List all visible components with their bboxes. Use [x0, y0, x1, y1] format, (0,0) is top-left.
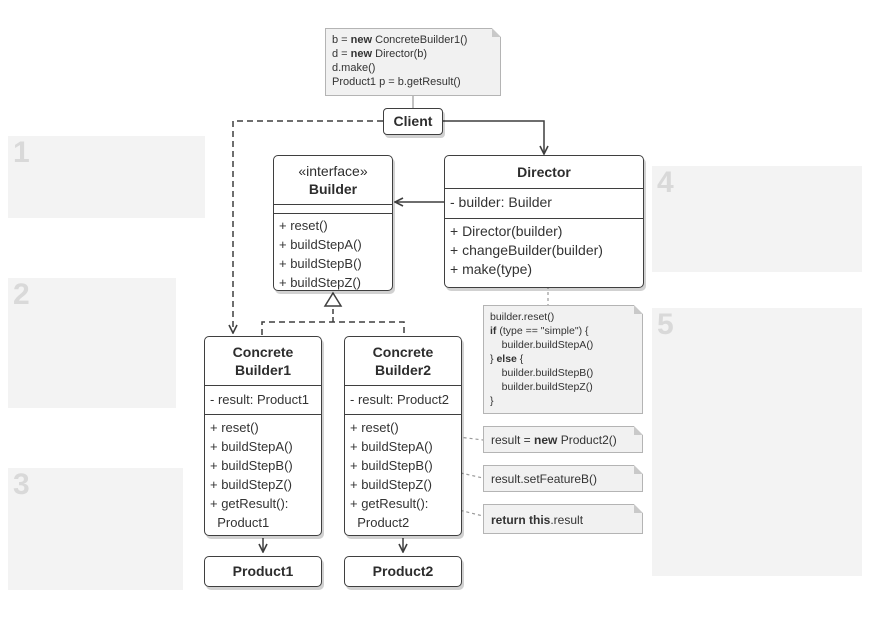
note-fold-icon: [492, 28, 501, 37]
builder-interface-box[interactable]: «interface» Builder + reset() + buildSte…: [273, 155, 393, 291]
code-line: }: [490, 395, 494, 407]
method-item: + getResult():: [350, 496, 429, 511]
client-code-note: b = new ConcreteBuilder1() d = new Direc…: [325, 28, 501, 96]
method-item: + reset(): [210, 420, 259, 435]
side-note-number: 1: [13, 136, 30, 169]
side-note-number: 4: [657, 166, 674, 199]
concrete-builder1-fields: - result: Product1: [205, 385, 321, 414]
method-item: Product1: [210, 515, 270, 530]
field-item: - builder: Builder: [450, 194, 552, 210]
method-item: + Director(builder): [450, 223, 563, 239]
builder-header: «interface» Builder: [274, 156, 392, 204]
concrete-builder2-box[interactable]: Concrete Builder2 - result: Product2 + r…: [344, 336, 462, 536]
return-result-note: return this.result: [483, 504, 643, 534]
reset-note: result = new Product2(): [483, 426, 643, 453]
stereotype-label: «interface»: [298, 163, 368, 179]
method-item: + buildStepZ(): [350, 477, 433, 492]
method-item: + reset(): [279, 218, 328, 233]
method-item: + buildStepB(): [279, 256, 362, 271]
builder-methods: [274, 204, 392, 213]
code-line: d.make(): [332, 62, 376, 74]
builder-methods: + reset() + buildStepA() + buildStepB() …: [274, 213, 392, 290]
note-fold-icon: [634, 465, 643, 474]
code-line: builder.buildStepZ(): [490, 381, 593, 393]
method-item: + buildStepA(): [210, 439, 293, 454]
side-note-5: 5: [652, 308, 862, 576]
side-note-2: 2: [8, 278, 176, 408]
code-line: builder.buildStepA(): [490, 339, 594, 351]
side-note-number: 3: [13, 468, 30, 501]
side-note-1: 1: [8, 136, 205, 218]
code-line: builder.buildStepB(): [490, 367, 594, 379]
note-fold-icon: [634, 504, 643, 513]
realization-triangle-icon: [323, 291, 343, 307]
concrete-builder2-fields: - result: Product2: [345, 385, 461, 414]
side-note-3: 3: [8, 468, 183, 590]
director-methods: + Director(builder) + changeBuilder(buil…: [445, 218, 643, 282]
director-fields: - builder: Builder: [445, 188, 643, 218]
method-item: + reset(): [350, 420, 399, 435]
product2-title: Product2: [372, 563, 434, 579]
product1-title: Product1: [232, 563, 294, 579]
product2-box[interactable]: Product2: [344, 556, 462, 587]
method-item: + getResult():: [210, 496, 289, 511]
set-feature-note: result.setFeatureB(): [483, 465, 643, 492]
method-item: + buildStepB(): [210, 458, 293, 473]
method-item: + make(type): [450, 261, 533, 277]
builder-title: Builder: [308, 181, 358, 197]
code-line: d = new Director(b): [332, 48, 428, 60]
code-line: } else {: [490, 353, 524, 365]
side-note-number: 5: [657, 308, 674, 341]
code-line: if (type == "simple") {: [490, 325, 589, 337]
method-item: + buildStepB(): [350, 458, 433, 473]
method-item: + buildStepZ(): [279, 275, 362, 290]
product1-box[interactable]: Product1: [204, 556, 322, 587]
concrete-builder1-title: Concrete Builder1: [232, 344, 294, 378]
builder1-realization: [261, 321, 405, 335]
make-method-note: builder.reset() if (type == "simple") { …: [483, 305, 643, 414]
concrete-builder2-title: Concrete Builder2: [372, 344, 434, 378]
director-box[interactable]: Director - builder: Builder + Director(b…: [444, 155, 644, 288]
method-item: Product2: [350, 515, 410, 530]
method-item: + buildStepZ(): [210, 477, 293, 492]
concrete-builder1-box[interactable]: Concrete Builder1 - result: Product1 + r…: [204, 336, 322, 536]
side-note-4: 4: [652, 166, 862, 272]
client-builder1-dependency: [233, 120, 383, 333]
director-title: Director: [517, 164, 571, 180]
field-item: - result: Product1: [210, 392, 309, 407]
note-fold-icon: [634, 426, 643, 435]
code-line: b = new ConcreteBuilder1(): [332, 34, 468, 46]
note-fold-icon: [634, 305, 643, 314]
method-item: + buildStepA(): [350, 439, 433, 454]
method-item: + changeBuilder(builder): [450, 242, 603, 258]
client-box[interactable]: Client: [383, 108, 443, 135]
code-line: Product1 p = b.getResult(): [332, 76, 461, 88]
client-director-association: [443, 120, 544, 154]
code-line: builder.reset(): [490, 311, 555, 323]
concrete-builder2-methods: + reset() + buildStepA() + buildStepB() …: [345, 414, 461, 535]
field-item: - result: Product2: [350, 392, 449, 407]
concrete-builder1-methods: + reset() + buildStepA() + buildStepB() …: [205, 414, 321, 535]
side-note-number: 2: [13, 278, 30, 311]
method-item: + buildStepA(): [279, 237, 362, 252]
